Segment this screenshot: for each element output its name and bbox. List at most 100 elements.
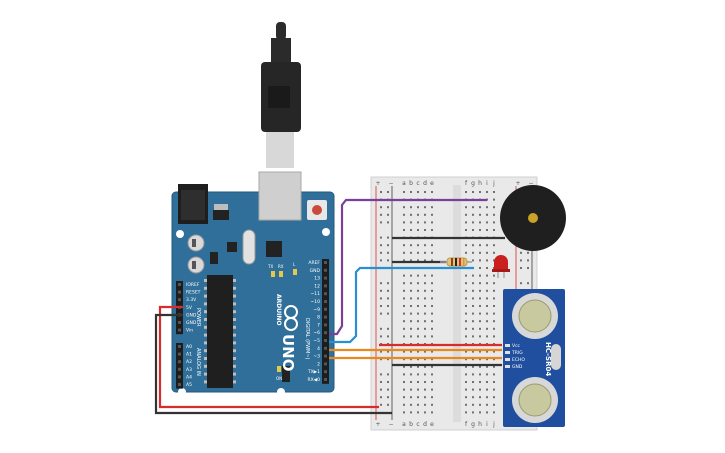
rail-hole[interactable] xyxy=(380,206,382,209)
breadboard-hole[interactable] xyxy=(410,365,412,368)
breadboard-hole[interactable] xyxy=(493,403,495,406)
breadboard-hole[interactable] xyxy=(431,327,433,330)
breadboard-hole[interactable] xyxy=(493,229,495,231)
breadboard-hole[interactable] xyxy=(486,335,488,338)
breadboard-hole[interactable] xyxy=(424,282,426,285)
rail-hole[interactable] xyxy=(380,244,382,247)
breadboard-hole[interactable] xyxy=(417,373,419,376)
rail-hole[interactable] xyxy=(380,191,382,193)
breadboard-hole[interactable] xyxy=(486,282,488,285)
breadboard-hole[interactable] xyxy=(424,206,426,209)
breadboard-hole[interactable] xyxy=(417,282,419,285)
breadboard-hole[interactable] xyxy=(493,327,495,330)
breadboard-hole[interactable] xyxy=(479,327,481,330)
wire-blue-pin5-led[interactable] xyxy=(329,266,474,344)
breadboard-hole[interactable] xyxy=(465,244,467,247)
breadboard-hole[interactable] xyxy=(486,327,488,330)
breadboard-hole[interactable] xyxy=(472,312,474,315)
breadboard-hole[interactable] xyxy=(403,373,405,376)
breadboard-hole[interactable] xyxy=(479,289,481,292)
breadboard-hole[interactable] xyxy=(472,221,474,224)
rail-hole[interactable] xyxy=(520,251,522,254)
rail-hole[interactable] xyxy=(380,396,382,399)
breadboard-hole[interactable] xyxy=(403,213,405,216)
breadboard-hole[interactable] xyxy=(431,221,433,224)
wire-black-gnd-rail[interactable] xyxy=(154,313,392,415)
breadboard-hole[interactable] xyxy=(403,327,405,330)
rail-hole[interactable] xyxy=(387,381,389,383)
analog-pin-socket[interactable] xyxy=(178,367,181,371)
breadboard-hole[interactable] xyxy=(472,327,474,330)
breadboard-hole[interactable] xyxy=(403,365,405,368)
breadboard-hole[interactable] xyxy=(493,251,495,254)
breadboard-hole[interactable] xyxy=(472,365,474,368)
rail-hole[interactable] xyxy=(380,358,382,361)
breadboard-hole[interactable] xyxy=(403,411,405,414)
breadboard-hole[interactable] xyxy=(431,191,433,193)
rail-hole[interactable] xyxy=(380,335,382,338)
breadboard-hole[interactable] xyxy=(472,229,474,231)
breadboard-hole[interactable] xyxy=(431,297,433,300)
breadboard-hole[interactable] xyxy=(410,297,412,300)
rail-hole[interactable] xyxy=(387,305,389,307)
breadboard-hole[interactable] xyxy=(410,312,412,315)
breadboard-hole[interactable] xyxy=(424,251,426,254)
sensor-pin[interactable] xyxy=(505,365,510,368)
breadboard-hole[interactable] xyxy=(479,381,481,383)
rail-hole[interactable] xyxy=(520,282,522,285)
breadboard-hole[interactable] xyxy=(417,221,419,224)
breadboard-hole[interactable] xyxy=(431,244,433,247)
breadboard-hole[interactable] xyxy=(486,274,488,277)
breadboard-hole[interactable] xyxy=(479,191,481,193)
breadboard-hole[interactable] xyxy=(424,274,426,277)
rail-hole[interactable] xyxy=(380,259,382,262)
breadboard-hole[interactable] xyxy=(486,244,488,247)
breadboard-hole[interactable] xyxy=(403,229,405,231)
breadboard-hole[interactable] xyxy=(424,191,426,193)
breadboard-hole[interactable] xyxy=(486,396,488,399)
breadboard-hole[interactable] xyxy=(486,267,488,269)
breadboard-hole[interactable] xyxy=(403,282,405,285)
breadboard-hole[interactable] xyxy=(493,259,495,262)
digital-pin-socket[interactable] xyxy=(324,331,327,335)
rail-hole[interactable] xyxy=(387,289,389,292)
digital-pin-socket[interactable] xyxy=(324,268,327,272)
breadboard-hole[interactable] xyxy=(472,305,474,307)
breadboard-hole[interactable] xyxy=(486,350,488,353)
breadboard-hole[interactable] xyxy=(424,305,426,307)
breadboard-hole[interactable] xyxy=(417,396,419,399)
digital-pin-socket[interactable] xyxy=(324,378,327,381)
breadboard-hole[interactable] xyxy=(410,213,412,216)
breadboard-hole[interactable] xyxy=(403,358,405,361)
rail-hole[interactable] xyxy=(380,213,382,216)
breadboard-hole[interactable] xyxy=(424,403,426,406)
breadboard-hole[interactable] xyxy=(431,251,433,254)
rail-hole[interactable] xyxy=(380,221,382,224)
digital-pin-socket[interactable] xyxy=(324,315,327,319)
breadboard-hole[interactable] xyxy=(403,206,405,209)
breadboard-hole[interactable] xyxy=(493,350,495,353)
breadboard-hole[interactable] xyxy=(486,320,488,323)
breadboard-hole[interactable] xyxy=(493,282,495,285)
breadboard-hole[interactable] xyxy=(479,244,481,247)
wires[interactable] xyxy=(154,198,505,415)
digital-pin-socket[interactable] xyxy=(324,323,327,327)
breadboard-hole[interactable] xyxy=(486,206,488,209)
rail-hole[interactable] xyxy=(380,403,382,406)
breadboard-hole[interactable] xyxy=(410,403,412,406)
rail-hole[interactable] xyxy=(387,312,389,315)
sensor-pin[interactable] xyxy=(505,358,510,361)
breadboard-hole[interactable] xyxy=(417,229,419,231)
rail-hole[interactable] xyxy=(387,388,389,391)
rail-hole[interactable] xyxy=(387,236,389,239)
wire-red-5v-rail[interactable] xyxy=(158,305,379,409)
breadboard-hole[interactable] xyxy=(486,381,488,383)
rail-hole[interactable] xyxy=(380,251,382,254)
rail-hole[interactable] xyxy=(387,259,389,262)
breadboard-hole[interactable] xyxy=(403,221,405,224)
breadboard-hole[interactable] xyxy=(472,320,474,323)
breadboard-hole[interactable] xyxy=(465,411,467,414)
breadboard-hole[interactable] xyxy=(417,403,419,406)
breadboard-hole[interactable] xyxy=(424,229,426,231)
